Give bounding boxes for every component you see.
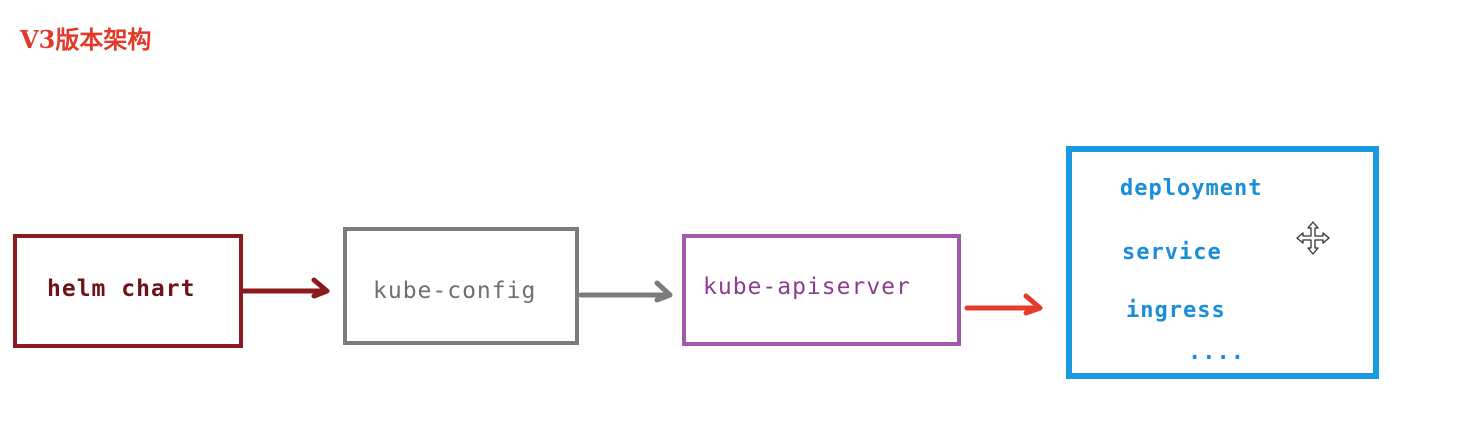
kube-config-label: kube-config xyxy=(373,278,537,304)
resource-service: service xyxy=(1122,240,1222,265)
arrow-helm-to-kubeconfig xyxy=(240,277,330,299)
resource-more-ellipsis: .... xyxy=(1188,340,1245,365)
arrow-kubeconfig-to-apiserver xyxy=(578,280,673,303)
kube-apiserver-box: kube-apiserver xyxy=(682,234,961,346)
kube-apiserver-label: kube-apiserver xyxy=(703,274,911,300)
diagram-title: V3版本架构 xyxy=(20,25,152,54)
resource-ingress: ingress xyxy=(1126,298,1226,323)
arrow-apiserver-to-resources xyxy=(964,293,1043,316)
helm-chart-box: helm chart xyxy=(13,234,243,348)
helm-chart-label: helm chart xyxy=(47,276,196,302)
move-cursor-icon xyxy=(1296,221,1330,255)
k8s-resources-box: deployment service ingress .... xyxy=(1066,146,1379,379)
resource-deployment: deployment xyxy=(1120,176,1263,201)
kube-config-box: kube-config xyxy=(343,227,579,345)
